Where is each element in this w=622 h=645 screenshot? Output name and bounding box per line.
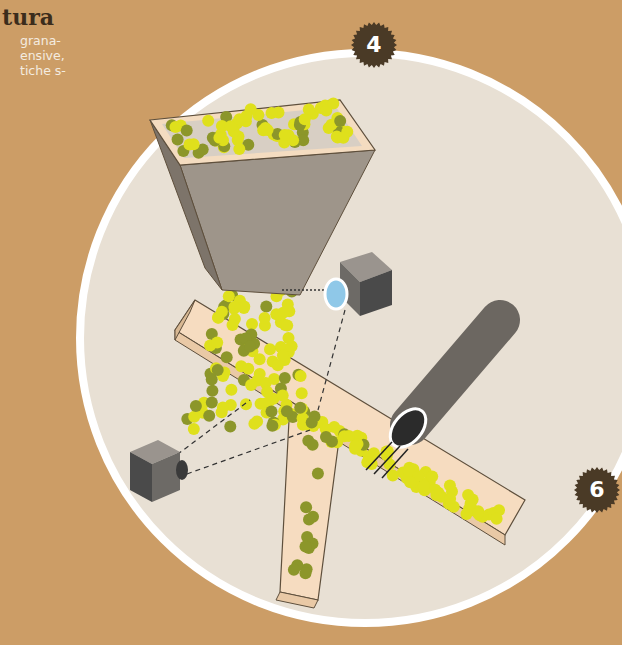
olive-ball xyxy=(444,480,456,492)
olive-ball xyxy=(444,493,456,505)
olive-balls xyxy=(181,284,505,579)
olive-ball xyxy=(262,124,274,136)
olive-ball xyxy=(288,564,300,576)
olive-ball xyxy=(213,132,225,144)
olive-ball xyxy=(206,385,218,397)
olive-ball xyxy=(190,400,202,412)
olive-ball xyxy=(307,439,319,451)
olive-ball xyxy=(272,359,284,371)
olive-ball xyxy=(254,368,266,380)
olive-ball xyxy=(465,498,477,510)
olive-ball xyxy=(170,121,182,133)
olive-ball xyxy=(312,467,324,479)
body-text: grana- ensive, tiche s- xyxy=(20,33,82,78)
chute xyxy=(175,300,525,608)
frame-circle xyxy=(80,53,622,623)
olive-ball xyxy=(259,312,271,324)
olive-ball xyxy=(206,396,218,408)
callout-number: 6 xyxy=(575,468,619,512)
olive-ball xyxy=(203,410,215,422)
ejector-tube xyxy=(366,320,500,478)
callout-badges xyxy=(351,22,620,513)
olive-ball xyxy=(224,421,236,433)
callout-number: 4 xyxy=(352,23,396,67)
olive-ball xyxy=(281,320,293,332)
olive-ball xyxy=(327,98,339,110)
hopper-balls xyxy=(166,98,353,159)
camera xyxy=(280,252,392,410)
olive-ball xyxy=(296,387,308,399)
olive-ball xyxy=(251,415,263,427)
olive-ball xyxy=(307,511,319,523)
olive-ball xyxy=(240,398,252,410)
olive-ball xyxy=(202,115,214,127)
olive-ball xyxy=(404,476,416,488)
olive-ball xyxy=(217,402,229,414)
olive-ball xyxy=(277,390,289,402)
olive-ball xyxy=(216,306,228,318)
olive-ball xyxy=(281,405,293,417)
olive-ball xyxy=(212,364,224,376)
olive-ball xyxy=(337,132,349,144)
olive-ball xyxy=(241,110,253,122)
olive-ball xyxy=(491,513,503,525)
callout-badge xyxy=(574,467,620,513)
olive-ball xyxy=(472,507,484,519)
olive-ball xyxy=(227,319,239,331)
olive-ball xyxy=(286,340,298,352)
olive-ball xyxy=(188,423,200,435)
olive-ball xyxy=(260,300,272,312)
olive-ball xyxy=(279,129,291,141)
olive-ball xyxy=(225,384,237,396)
olive-ball xyxy=(246,318,258,330)
callout-badge xyxy=(351,22,397,68)
olive-ball xyxy=(188,411,200,423)
olive-ball xyxy=(264,343,276,355)
olive-ball xyxy=(295,370,307,382)
olive-ball xyxy=(294,402,306,414)
olive-ball xyxy=(266,107,278,119)
olive-ball xyxy=(430,489,442,501)
olive-ball xyxy=(300,567,312,579)
olive-ball xyxy=(343,430,355,442)
olive-ball xyxy=(300,540,312,552)
olive-ball xyxy=(244,341,256,353)
olive-ball xyxy=(266,420,278,432)
olive-ball xyxy=(228,301,240,313)
olive-ball xyxy=(242,363,254,375)
olive-ball xyxy=(350,440,362,452)
olive-ball xyxy=(181,124,193,136)
olive-ball xyxy=(266,405,278,417)
olive-ball xyxy=(223,290,235,302)
section-title: tura xyxy=(2,4,54,30)
olive-ball xyxy=(211,337,223,349)
olive-ball xyxy=(279,372,291,384)
olive-ball xyxy=(221,351,233,363)
olive-ball xyxy=(299,113,311,125)
olive-ball xyxy=(320,431,332,443)
olive-ball xyxy=(334,115,346,127)
olive-ball xyxy=(426,471,438,483)
olive-ball xyxy=(233,143,245,155)
olive-ball xyxy=(245,379,257,391)
olive-ball xyxy=(277,307,289,319)
camera xyxy=(130,400,310,502)
olive-ball xyxy=(461,508,473,520)
olive-ball xyxy=(261,386,273,398)
olive-ball xyxy=(188,138,200,150)
olive-ball xyxy=(172,133,184,145)
olive-ball xyxy=(306,417,318,429)
